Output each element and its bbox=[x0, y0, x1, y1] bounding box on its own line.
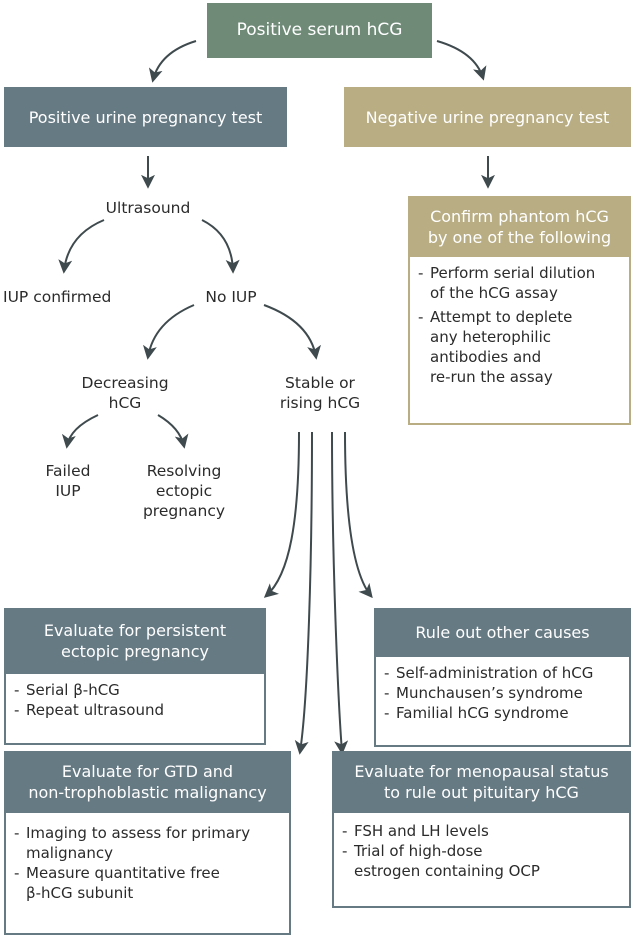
decreasing-hcg-node: Decreasing hCG bbox=[60, 373, 190, 413]
list-item: -Self-administration of hCG bbox=[384, 664, 594, 682]
gtd-malignancy-title-2: non-trophoblastic malignancy bbox=[28, 783, 267, 802]
list-item: -Serial β-hCG bbox=[14, 681, 120, 699]
ultrasound-label: Ultrasound bbox=[105, 199, 191, 217]
positive-urine-test-label: Positive urine pregnancy test bbox=[28, 107, 263, 127]
menopause-header: Evaluate for menopausal status to rule o… bbox=[332, 751, 631, 813]
persistent-ectopic-title-2: ectopic pregnancy bbox=[61, 642, 209, 661]
list-item: -Measure quantitative free β-hCG subunit bbox=[14, 864, 220, 902]
arrow-us-to-iup bbox=[58, 219, 105, 274]
phantom-hcg-list: -Perform serial dilution of the hCG assa… bbox=[408, 257, 631, 425]
arrow-stable-to-othercauses bbox=[344, 431, 373, 599]
failed-iup-node: Failed IUP bbox=[30, 461, 106, 501]
failed-iup-line-1: Failed bbox=[45, 462, 91, 480]
list-item: -Trial of high-dose estrogen containing … bbox=[342, 842, 540, 880]
stable-rising-hcg-line-1: Stable or bbox=[285, 374, 355, 392]
phantom-hcg-title-1: Confirm phantom hCG bbox=[430, 206, 609, 226]
arrow-root-to-neg bbox=[436, 40, 487, 81]
other-causes-header: Rule out other causes bbox=[374, 608, 631, 657]
list-item: -FSH and LH levels bbox=[342, 822, 489, 840]
arrow-root-to-pos bbox=[148, 40, 197, 83]
menopause-title-2: to rule out pituitary hCG bbox=[384, 783, 579, 802]
arrow-stable-to-persistent bbox=[263, 431, 300, 598]
other-causes-title: Rule out other causes bbox=[415, 623, 590, 642]
arrow-us-to-noiup bbox=[201, 219, 240, 274]
persistent-ectopic-box: Evaluate for persistent ectopic pregnanc… bbox=[4, 608, 266, 745]
iup-confirmed-label: IUP confirmed bbox=[3, 288, 112, 306]
phantom-hcg-header: Confirm phantom hCG by one of the follow… bbox=[408, 196, 631, 257]
decreasing-hcg-line-2: hCG bbox=[108, 394, 142, 412]
resolving-ectopic-line-1: Resolving bbox=[146, 462, 222, 480]
list-item: -Imaging to assess for primary malignanc… bbox=[14, 824, 251, 862]
stable-rising-hcg-line-2: rising hCG bbox=[279, 394, 361, 412]
arrow-stable-to-menopause bbox=[331, 431, 349, 755]
arrow-decreasing-to-failed bbox=[61, 414, 99, 449]
list-item: -Perform serial dilution of the hCG assa… bbox=[418, 264, 596, 302]
resolving-ectopic-line-2: ectopic bbox=[155, 482, 213, 500]
persistent-ectopic-header: Evaluate for persistent ectopic pregnanc… bbox=[4, 608, 266, 674]
iup-confirmed-node: IUP confirmed bbox=[3, 287, 143, 307]
list-item: -Munchausen’s syndrome bbox=[384, 684, 583, 702]
arrow-noiup-to-decreasing bbox=[142, 304, 195, 360]
no-iup-node: No IUP bbox=[186, 287, 276, 307]
positive-serum-hcg-box: Positive serum hCG bbox=[207, 3, 432, 58]
gtd-malignancy-header: Evaluate for GTD and non-trophoblastic m… bbox=[4, 751, 291, 813]
phantom-hcg-title-2: by one of the following bbox=[427, 227, 612, 247]
resolving-ectopic-node: Resolving ectopic pregnancy bbox=[130, 461, 238, 521]
stable-rising-hcg-node: Stable or rising hCG bbox=[262, 373, 378, 413]
arrow-decreasing-to-resolving bbox=[157, 414, 189, 449]
gtd-malignancy-title-1: Evaluate for GTD and bbox=[61, 762, 234, 781]
arrow-stable-to-gtd bbox=[294, 431, 313, 755]
other-causes-box: Rule out other causes -Self-administrati… bbox=[374, 608, 631, 747]
ultrasound-node: Ultrasound bbox=[78, 198, 218, 218]
persistent-ectopic-title-1: Evaluate for persistent bbox=[43, 621, 227, 640]
menopause-list: -FSH and LH levels -Trial of high-dose e… bbox=[332, 813, 631, 908]
list-item: -Repeat ultrasound bbox=[14, 701, 165, 719]
negative-urine-test-label: Negative urine pregnancy test bbox=[365, 107, 610, 127]
positive-serum-hcg-label: Positive serum hCG bbox=[236, 20, 403, 40]
positive-urine-test-box: Positive urine pregnancy test bbox=[4, 87, 287, 147]
failed-iup-line-2: IUP bbox=[55, 482, 81, 500]
no-iup-label: No IUP bbox=[205, 288, 257, 306]
menopause-title-1: Evaluate for menopausal status bbox=[354, 762, 609, 781]
gtd-malignancy-list: -Imaging to assess for primary malignanc… bbox=[4, 813, 291, 935]
phantom-hcg-box: Confirm phantom hCG by one of the follow… bbox=[408, 196, 631, 425]
gtd-malignancy-box: Evaluate for GTD and non-trophoblastic m… bbox=[4, 751, 291, 935]
list-item: -Familial hCG syndrome bbox=[384, 704, 569, 722]
menopause-box: Evaluate for menopausal status to rule o… bbox=[332, 751, 631, 908]
decreasing-hcg-line-1: Decreasing bbox=[81, 374, 169, 392]
resolving-ectopic-line-3: pregnancy bbox=[142, 502, 226, 520]
other-causes-list: -Self-administration of hCG -Munchausen’… bbox=[374, 657, 631, 747]
negative-urine-test-box: Negative urine pregnancy test bbox=[344, 87, 631, 147]
persistent-ectopic-list: -Serial β-hCG -Repeat ultrasound bbox=[4, 674, 266, 745]
arrow-noiup-to-stable bbox=[263, 304, 321, 360]
list-item: -Attempt to deplete any heterophilic ant… bbox=[418, 308, 573, 386]
